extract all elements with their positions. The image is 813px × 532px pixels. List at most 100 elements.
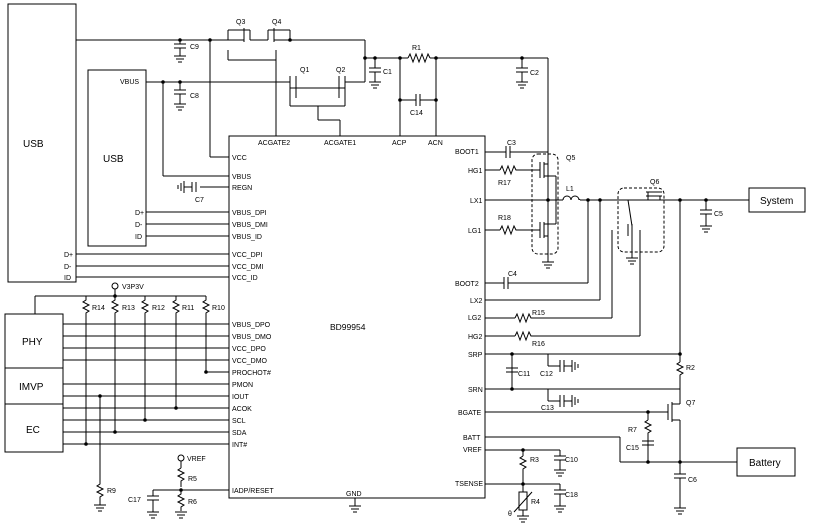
mosfet-q5 [539,162,557,262]
usb-inner-block [87,69,147,247]
c10-label: C10 [565,457,578,464]
resistor-r5 [176,467,186,487]
resistor-r13 [110,296,120,317]
r13-label: R13 [122,305,135,312]
junction-dot [204,370,208,374]
ec-block [4,403,64,453]
c7-label: C7 [195,197,204,204]
battery-block [736,447,796,477]
capacitor-c11 [506,367,518,373]
pin-lg1: LG1 [468,228,481,235]
mosfet-q1 [289,76,318,100]
junction-dot [434,98,438,102]
pin-vcc-id: VCC_ID [232,275,258,282]
capacitor-c15 [642,440,654,446]
junction-dot [398,56,402,60]
junction-dot [113,430,117,434]
inductor-l1 [562,195,581,201]
resistor-r7 [643,419,653,436]
junction-dot [546,198,550,202]
junction-dot [521,448,525,452]
pin-lg2: LG2 [468,315,481,322]
phy-ec-signal-wires [63,323,229,480]
capacitor-c13 [547,389,579,407]
capacitor-c9 [174,43,186,63]
junction-dot [521,482,525,486]
capacitor-c4 [503,277,516,289]
pin-vcc-dpo: VCC_DPO [232,346,266,353]
resistor-r6 [176,490,186,511]
capacitor-c7 [177,181,229,193]
capacitor-c1 [369,67,381,89]
capacitor-c14 [412,94,424,106]
pin-acgate2: ACGATE2 [258,140,290,147]
pin-acn: ACN [428,140,443,147]
junction-dot [704,198,708,202]
r9-label: R9 [107,488,116,495]
junction-dot [510,387,514,391]
junction-dot [174,406,178,410]
junction-dot [520,56,524,60]
capacitor-c18 [554,484,566,513]
pin-prochot: PROCHOT# [232,370,271,377]
system-label: System [760,196,793,207]
c4-label: C4 [508,271,517,278]
r15-label: R15 [532,310,545,317]
pin-vcc: VCC [232,155,247,162]
c13-label: C13 [541,405,554,412]
pin-vbus-dpo: VBUS_DPO [232,322,271,329]
usb-inner-id-label: ID [135,234,142,241]
r17-label: R17 [498,180,511,187]
r3-label: R3 [530,457,539,464]
c12-label: C12 [540,371,553,378]
c6-label: C6 [688,477,697,484]
pin-vbus-dmo: VBUS_DMO [232,334,272,341]
resistor-r16 [514,330,533,342]
usb-inner-data-wires [76,211,229,278]
junction-dot [678,198,682,202]
pin-scl: SCL [232,418,246,425]
usb-inner-vbus-label: VBUS [120,79,139,86]
resistor-r3 [518,455,528,474]
q6-label: Q6 [650,179,659,186]
capacitor-c10 [554,450,566,477]
mosfet-q7 [667,400,681,425]
pin-lx1: LX1 [470,198,483,205]
r10-label: R10 [212,305,225,312]
usb-inner-label: USB [103,154,124,165]
usb-outer-id-label: ID [64,275,71,282]
usb-inner-dm-label: D- [135,222,143,229]
c5-label: C5 [714,211,723,218]
r12-label: R12 [152,305,165,312]
resistor-r15 [514,312,533,324]
junction-dot [288,38,292,42]
pin-srp: SRP [468,352,483,359]
mosfet-q5-package [531,153,559,255]
pin-vbus: VBUS [232,174,251,181]
pin-srn: SRN [468,387,483,394]
r5-label: R5 [188,476,197,483]
r16-label: R16 [532,341,545,348]
pin-vbus-dmi: VBUS_DMI [232,222,268,229]
junction-dot [113,294,117,298]
pin-bgate: BGATE [458,410,482,417]
resistor-r12 [140,296,150,317]
ec-label: EC [26,425,40,436]
junction-dot [598,198,602,202]
vref-left-symbol [177,454,185,462]
junction-dot [143,418,147,422]
usb-outer-dp-label: D+ [64,252,73,259]
v3p3v-rail [34,282,206,314]
junction-dot [434,56,438,60]
junction-dot [178,38,182,42]
junction-dot [84,442,88,446]
junction-dot [646,460,650,464]
r11-label: R11 [182,305,194,312]
r2-label: R2 [686,365,695,372]
pin-acp: ACP [392,140,407,147]
junction-dot [646,410,650,414]
r14-label: R14 [92,305,105,312]
pin-boot1: BOOT1 [455,149,479,156]
capacitor-c2 [516,67,528,89]
